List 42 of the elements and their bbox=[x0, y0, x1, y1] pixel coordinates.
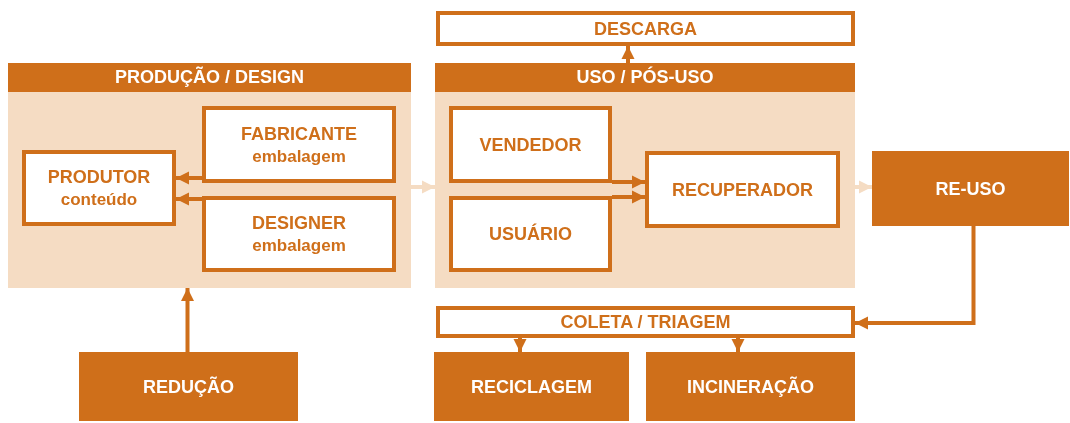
stage-box bbox=[436, 306, 855, 338]
role-label: RECICLAGEM bbox=[471, 375, 592, 399]
role-label: FABRICANTE bbox=[241, 122, 357, 146]
role-label: RE-USO bbox=[935, 177, 1006, 201]
outcome-box bbox=[646, 352, 855, 421]
outcome-box bbox=[79, 352, 298, 421]
panel-heading: USO / PÓS-USO bbox=[435, 63, 855, 92]
role-label: DESIGNER bbox=[252, 212, 346, 235]
stage-panel bbox=[435, 63, 855, 288]
role-label: USUÁRIO bbox=[489, 222, 572, 246]
arrow bbox=[855, 180, 872, 194]
role-label: PRODUTOR bbox=[47, 166, 151, 189]
stage-box bbox=[449, 196, 612, 272]
role-subtitle: embalagem bbox=[252, 145, 346, 168]
arrow bbox=[621, 46, 635, 63]
role-subtitle: embalagem bbox=[252, 235, 346, 257]
panel-heading: PRODUÇÃO / DESIGN bbox=[8, 63, 411, 92]
arrow bbox=[411, 180, 435, 194]
outcome-box bbox=[872, 151, 1069, 226]
stage-box bbox=[202, 106, 396, 183]
stage-box bbox=[449, 106, 612, 183]
stage-box bbox=[436, 11, 855, 46]
arrow bbox=[612, 175, 645, 189]
role-label: COLETA / TRIAGEM bbox=[560, 311, 731, 334]
role-label: REDUÇÃO bbox=[143, 375, 234, 399]
outcome-box bbox=[434, 352, 629, 421]
arrow bbox=[176, 192, 202, 206]
role-label: VENDEDOR bbox=[479, 133, 582, 157]
stage-box bbox=[22, 150, 176, 226]
arrow bbox=[513, 338, 527, 352]
role-label: DESCARGA bbox=[594, 17, 697, 41]
arrow bbox=[181, 288, 194, 352]
arrow bbox=[855, 226, 976, 330]
stage-panel bbox=[8, 63, 411, 288]
arrow bbox=[731, 338, 745, 352]
stage-box bbox=[202, 196, 396, 272]
role-label: INCINERAÇÃO bbox=[687, 375, 814, 399]
arrow bbox=[176, 171, 202, 185]
role-label: RECUPERADOR bbox=[672, 178, 813, 202]
arrow bbox=[612, 190, 645, 204]
stage-box bbox=[645, 151, 840, 228]
role-subtitle: conteúdo bbox=[60, 189, 138, 211]
